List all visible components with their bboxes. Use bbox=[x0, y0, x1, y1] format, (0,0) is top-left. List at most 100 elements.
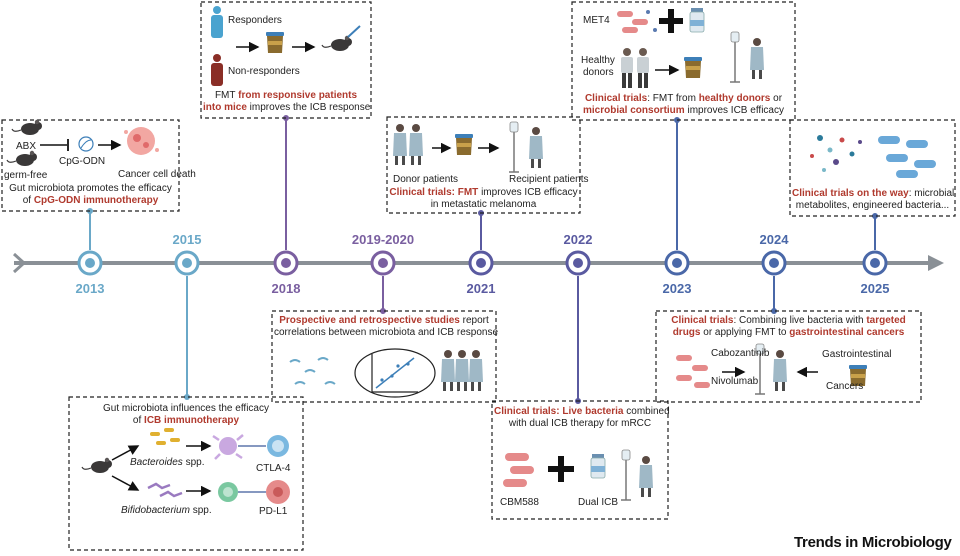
stool-jar-icon bbox=[266, 32, 284, 53]
box-2025-frame bbox=[789, 119, 956, 217]
box-2015-caption: Gut microbiota influences the efficacy o… bbox=[102, 403, 269, 426]
cbm588-bacteria-icon bbox=[503, 453, 534, 487]
box-2021-caption: Clinical trials: FMT improves ICB effica… bbox=[389, 187, 578, 210]
cancer-cell-icon bbox=[124, 127, 159, 155]
gastrointestinal-label: Gastrointestinal bbox=[822, 349, 892, 360]
pdl1-label: PD-L1 bbox=[259, 506, 288, 517]
metabolites-icon bbox=[810, 135, 862, 172]
box-2018-frame bbox=[200, 1, 372, 119]
cpg-odn-icon bbox=[78, 136, 94, 152]
node-2013 bbox=[77, 250, 103, 276]
abx-label: ABX bbox=[16, 141, 37, 152]
year-label-2022: 2022 bbox=[563, 232, 593, 247]
year-label-2019-2020: 2019-2020 bbox=[351, 232, 415, 247]
patient-icon bbox=[469, 350, 483, 391]
cabozantinib-label: Cabozantinib bbox=[711, 348, 770, 359]
non-responder-person-icon bbox=[211, 54, 223, 86]
recipient-patients-label: Recipient patients bbox=[509, 174, 589, 185]
bacteroides-label: Bacteroides spp. bbox=[130, 457, 205, 468]
correlation-loop-icon bbox=[354, 348, 436, 398]
donors-label: donors bbox=[583, 67, 614, 78]
node-2015 bbox=[174, 250, 200, 276]
node-2021 bbox=[468, 250, 494, 276]
responder-person-icon bbox=[211, 6, 223, 38]
germ-free-label: germ-free bbox=[4, 170, 48, 181]
year-label-2015: 2015 bbox=[172, 232, 202, 247]
box-2021-frame bbox=[386, 116, 581, 214]
patient-icon bbox=[750, 38, 764, 79]
box-2022-frame bbox=[491, 400, 669, 520]
box-2024-frame bbox=[655, 310, 922, 403]
node-2022 bbox=[565, 250, 591, 276]
stool-jar-icon bbox=[684, 57, 702, 78]
microbiota-icon bbox=[289, 357, 336, 385]
donor-patient-icon bbox=[409, 124, 423, 165]
journal-brand: Trends in Microbiology bbox=[794, 534, 952, 551]
node-2025 bbox=[862, 250, 888, 276]
plus-icon bbox=[659, 9, 683, 33]
cancers-label: Cancers bbox=[826, 381, 864, 392]
donor-patient-icon bbox=[393, 124, 407, 165]
healthy-donor-icon bbox=[637, 48, 649, 88]
year-label-2025: 2025 bbox=[860, 281, 890, 296]
patient-icon bbox=[441, 350, 455, 391]
stool-jar-icon bbox=[455, 134, 473, 155]
healthy-label: Healthy bbox=[581, 55, 615, 66]
patient-icon bbox=[773, 350, 787, 391]
dendritic-cell-icon bbox=[212, 434, 244, 460]
bacteria-cluster-icon bbox=[617, 10, 657, 33]
box-2023-caption: Clinical trials: FMT from healthy donors… bbox=[583, 93, 784, 116]
node-2019-2020 bbox=[370, 250, 396, 276]
box-2019-frame bbox=[271, 310, 497, 403]
drug-vial-icon bbox=[689, 7, 705, 33]
responders-label: Responders bbox=[228, 15, 282, 26]
box-2013-caption: Gut microbiota promotes the efficacy of … bbox=[9, 183, 172, 206]
box-2022-caption: Clinical trials: Live bacteria combined … bbox=[494, 406, 670, 429]
t-cell-icon bbox=[267, 435, 289, 457]
mouse-icon bbox=[81, 457, 113, 474]
year-label-2013: 2013 bbox=[75, 281, 105, 296]
cpg-odn-label: CpG-ODN bbox=[59, 156, 106, 167]
mouse-icon bbox=[321, 35, 353, 52]
iv-pole-icon bbox=[508, 121, 520, 173]
node-2023 bbox=[664, 250, 690, 276]
live-bacteria-icon bbox=[676, 355, 710, 388]
timeline-arrowhead bbox=[928, 255, 944, 271]
nivolumab-label: Nivolumab bbox=[711, 376, 759, 387]
box-2018-caption: FMT from responsive patients into mice i… bbox=[203, 90, 371, 113]
dual-icb-label: Dual ICB bbox=[578, 497, 619, 508]
ctla4-label: CTLA-4 bbox=[256, 463, 291, 474]
met4-label: MET4 bbox=[583, 15, 610, 26]
dual-icb-vial-icon bbox=[590, 453, 606, 479]
box-2015-frame bbox=[68, 396, 304, 551]
donor-patients-label: Donor patients bbox=[393, 174, 459, 185]
bifidobacterium-label: Bifidobacterium spp. bbox=[121, 505, 212, 516]
patient-icon bbox=[455, 350, 469, 391]
box-2013-frame bbox=[1, 119, 180, 212]
tumor-cell-icon bbox=[266, 480, 290, 504]
syringe-icon bbox=[347, 25, 361, 38]
plus-icon bbox=[548, 456, 574, 482]
box-2024-caption: Clinical trials: Combining live bacteria… bbox=[671, 315, 906, 338]
bifidobacterium-icon bbox=[147, 482, 183, 498]
immune-cell-icon bbox=[218, 482, 238, 502]
recipient-patient-icon bbox=[529, 127, 543, 168]
timeline-tail bbox=[12, 252, 27, 274]
cancer-cell-death-label: Cancer cell death bbox=[118, 169, 196, 180]
year-label-2018: 2018 bbox=[271, 281, 301, 296]
mouse-icon bbox=[6, 150, 38, 167]
box-2025-caption: Clinical trials on the way: microbial me… bbox=[792, 188, 955, 211]
box-2023-frame bbox=[571, 1, 796, 121]
box-2019-caption: Prospective and retrospective studies re… bbox=[274, 315, 499, 338]
year-label-2021: 2021 bbox=[466, 281, 496, 296]
healthy-donor-icon bbox=[621, 48, 633, 88]
engineered-bacteria-icon bbox=[878, 136, 936, 178]
bacteroides-icon bbox=[150, 428, 180, 445]
node-2018 bbox=[273, 250, 299, 276]
cbm588-label: CBM588 bbox=[500, 497, 539, 508]
non-responders-label: Non-responders bbox=[228, 66, 300, 77]
year-label-2024: 2024 bbox=[759, 232, 789, 247]
iv-pole-icon bbox=[729, 31, 741, 83]
